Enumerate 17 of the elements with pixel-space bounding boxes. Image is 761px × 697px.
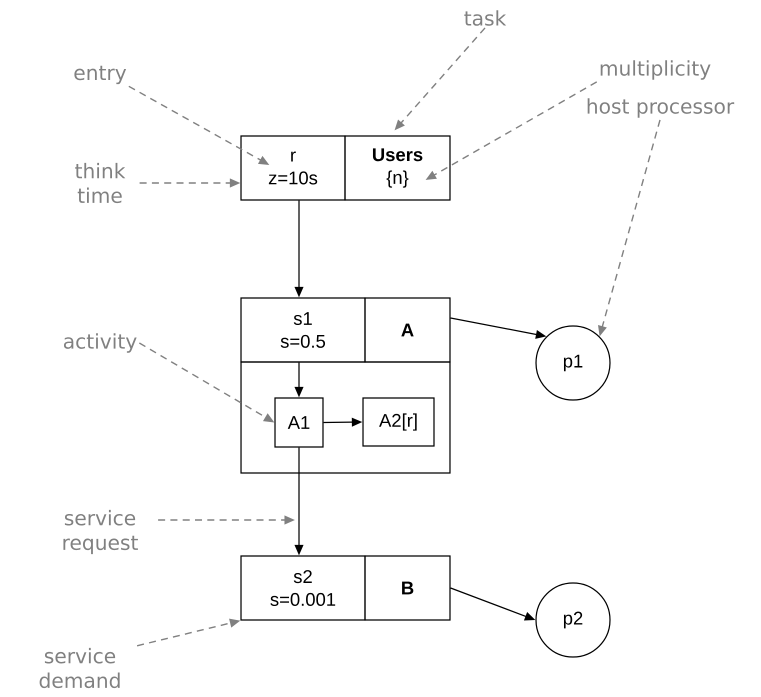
annotation-text: think time xyxy=(75,162,126,204)
annotation-text: service demand xyxy=(40,648,120,688)
entry-box: s2 s=0.001 xyxy=(240,555,366,621)
task-box: A xyxy=(364,297,451,363)
activity-area xyxy=(240,361,451,474)
entry-box: r z=10s xyxy=(240,135,346,201)
annotation-text: service request xyxy=(63,510,138,554)
entry-box: s1 s=0.5 xyxy=(240,297,366,363)
task-box: B xyxy=(364,555,451,621)
annotation-text: multiplicity xyxy=(600,60,711,80)
annotation-text: activity xyxy=(64,333,137,353)
annotation-text: entry xyxy=(74,66,126,84)
activity-box: A1 xyxy=(274,397,324,448)
activity-box: A2[r] xyxy=(362,397,435,447)
task-box: Users {n} xyxy=(344,135,451,201)
annotation-text: task xyxy=(464,10,506,26)
annotation-text: host processor xyxy=(588,98,734,118)
